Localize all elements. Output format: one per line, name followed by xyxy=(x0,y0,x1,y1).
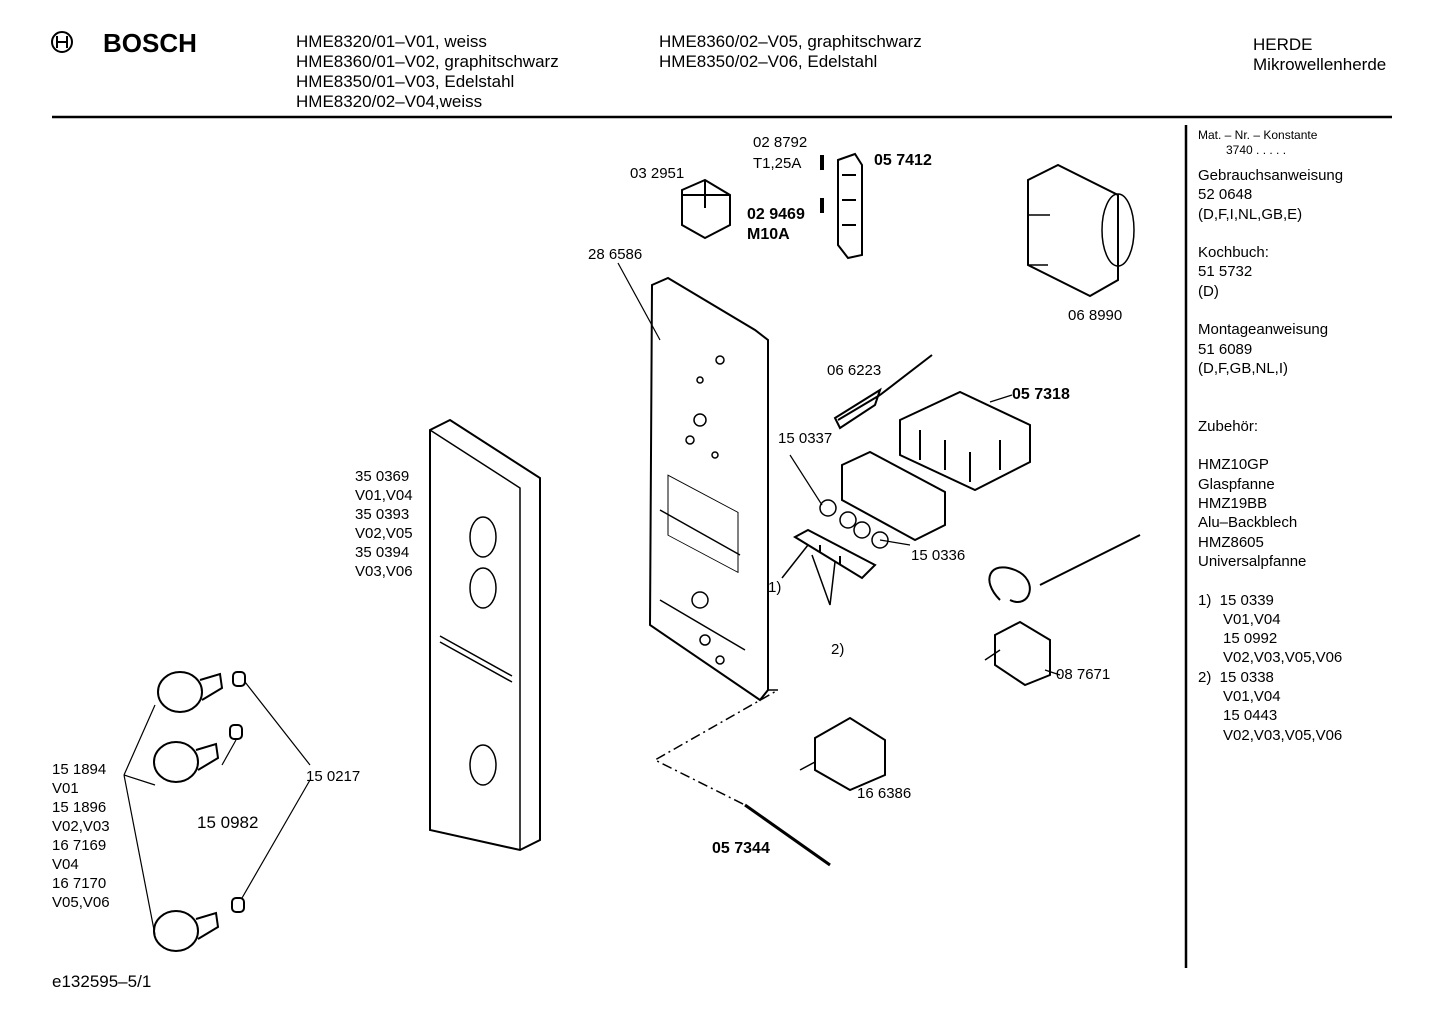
part-label: 05 7318 xyxy=(1012,386,1070,403)
part-label: 15 0982 xyxy=(197,813,259,832)
code-line: V01,V04 xyxy=(355,487,413,504)
front-panel-drawing xyxy=(429,418,541,852)
model-item: HME8350/01–V03, Edelstahl xyxy=(296,72,515,91)
part-label: 16 6386 xyxy=(857,785,912,802)
sidebar-line xyxy=(1198,301,1343,320)
sidebar-line: 15 0443 xyxy=(1198,707,1278,725)
part-label: 02 9469 xyxy=(747,206,805,223)
mat-label: Mat. – Nr. – Konstante xyxy=(1198,128,1318,142)
part-label: M10A xyxy=(747,226,790,243)
sidebar-line: 51 5732 xyxy=(1198,263,1253,281)
sidebar-line: Universalpfanne xyxy=(1198,552,1307,570)
model-list-2: HME8360/02–V05, graphitschwarz HME8350/0… xyxy=(659,32,922,72)
switch-block-drawing xyxy=(899,390,1031,492)
part-label: 15 0337 xyxy=(778,430,833,447)
relay-drawing xyxy=(681,178,731,240)
part-label: 05 7344 xyxy=(712,840,770,857)
part-label: 15 0336 xyxy=(911,547,966,564)
sidebar-line xyxy=(1198,571,1343,590)
knob-codes: 15 1894 V01 15 1896 V02,V03 16 7169 V04 … xyxy=(52,760,110,912)
sidebar-line: V02,V03,V05,V06 xyxy=(1198,726,1343,744)
part-label: T1,25A xyxy=(753,155,802,172)
part-label: 03 2951 xyxy=(630,165,685,182)
part-label: 06 6223 xyxy=(827,362,882,379)
sidebar-line: Kochbuch: xyxy=(1198,244,1269,262)
part-label: 08 7671 xyxy=(1056,666,1111,683)
sidebar-line: HMZ19BB xyxy=(1198,495,1268,513)
mat-value: 3740 . . . . . xyxy=(1226,143,1287,157)
ref-label: 1) xyxy=(768,579,782,596)
sidebar-line: V02,V03,V05,V06 xyxy=(1198,649,1343,667)
part-label: 15 0217 xyxy=(306,768,361,785)
part-label: 28 6586 xyxy=(588,246,643,263)
code-line: V03,V06 xyxy=(355,563,413,580)
category-label: HERDE Mikrowellenherde xyxy=(1253,35,1386,75)
sidebar-line: (D,F,I,NL,GB,E) xyxy=(1198,205,1303,223)
code-line: V01 xyxy=(52,780,79,797)
sidebar-line: HMZ8605 xyxy=(1198,533,1264,551)
control-plate-drawing xyxy=(648,276,769,702)
sidebar-line: V01,V04 xyxy=(1198,610,1281,628)
brand-name: BOSCH xyxy=(103,28,197,58)
code-line: 15 1896 xyxy=(52,799,107,816)
sidebar-line: Glaspfanne xyxy=(1198,475,1275,493)
code-line: 35 0394 xyxy=(355,544,410,561)
sidebar-line: (D) xyxy=(1198,282,1219,300)
sidebar-line: Zubehör: xyxy=(1198,417,1259,435)
code-line: 16 7170 xyxy=(52,875,107,892)
ref-label: 2) xyxy=(831,641,845,658)
sidebar-line: 15 0992 xyxy=(1198,630,1278,648)
sidebar-line xyxy=(1198,378,1343,397)
code-line: V04 xyxy=(52,856,79,873)
sidebar-line xyxy=(1198,224,1343,243)
part-label: 02 8792 xyxy=(753,134,808,151)
code-line: 15 1894 xyxy=(52,761,107,778)
sidebar-line: (D,F,GB,NL,I) xyxy=(1198,359,1289,377)
model-item: HME8360/01–V02, graphitschwarz xyxy=(296,52,559,71)
sidebar-line: V01,V04 xyxy=(1198,688,1281,706)
model-item: HME8350/02–V06, Edelstahl xyxy=(659,52,878,71)
code-line: V02,V03 xyxy=(52,818,110,835)
sidebar-info: Gebrauchsanweisung 52 0648(D,F,I,NL,GB,E)… xyxy=(1198,166,1343,745)
sidebar-line: 2) 15 0338 xyxy=(1198,668,1274,686)
drawing-id: e132595–5/1 xyxy=(52,972,152,991)
sidebar-line: HMZ10GP xyxy=(1198,456,1269,474)
knobs-drawing xyxy=(153,671,246,952)
code-line: 35 0369 xyxy=(355,468,410,485)
sidebar-line: Montageanweisung xyxy=(1198,321,1329,339)
sidebar-line: Alu–Backblech xyxy=(1198,514,1298,532)
code-line: V05,V06 xyxy=(52,894,110,911)
sidebar-line xyxy=(1198,436,1343,455)
code-line: 16 7169 xyxy=(52,837,107,854)
part-label: 06 8990 xyxy=(1068,307,1123,324)
model-item: HME8320/01–V01, weiss xyxy=(296,32,487,51)
sidebar-line: 51 6089 xyxy=(1198,340,1253,358)
timer-drawing xyxy=(1027,163,1135,298)
sidebar-line: 1) 15 0339 xyxy=(1198,591,1274,609)
model-item: HME8320/02–V04,weiss xyxy=(296,92,483,111)
category-line: Mikrowellenherde xyxy=(1253,55,1387,74)
code-line: 35 0393 xyxy=(355,506,410,523)
sidebar-line xyxy=(1198,398,1343,417)
model-item: HME8360/02–V05, graphitschwarz xyxy=(659,32,922,51)
bosch-logo-icon xyxy=(51,31,73,53)
model-list-1: HME8320/01–V01, weiss HME8360/01–V02, gr… xyxy=(296,32,559,112)
panel-codes: 35 0369 V01,V04 35 0393 V02,V05 35 0394 … xyxy=(355,467,413,581)
category-line: HERDE xyxy=(1253,35,1313,54)
fuse-holder-drawing xyxy=(837,152,863,260)
sidebar-line: 52 0648 xyxy=(1198,186,1253,204)
sidebar-line: Gebrauchsanweisung xyxy=(1198,167,1344,184)
part-label: 05 7412 xyxy=(874,152,932,169)
code-line: V02,V05 xyxy=(355,525,413,542)
